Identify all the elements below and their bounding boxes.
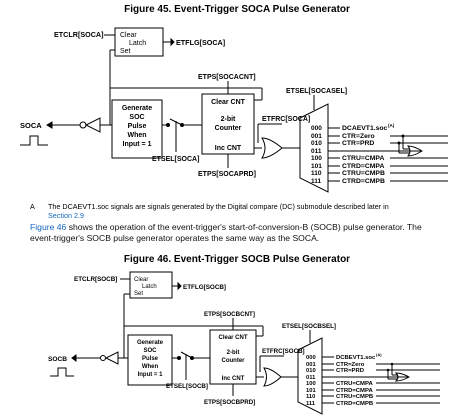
etps-prd-label-b: ETPS[SOCBPRD] bbox=[204, 399, 255, 406]
etflg-label-b: ETFLG[SOCB] bbox=[183, 284, 226, 291]
etps-prd-label: ETPS[SOCAPRD] bbox=[198, 171, 256, 178]
mux-in-ctru-cmpb: CTRU=CMPB bbox=[342, 170, 385, 177]
gen-line-3: Pulse bbox=[128, 123, 147, 130]
mux-sel-001-b: 001 bbox=[306, 362, 316, 368]
mux-sel-100-b: 100 bbox=[306, 381, 316, 387]
mux-in-ctrd-cmpb-b: CTRD=CMPB bbox=[336, 401, 373, 407]
etfrc-label-b: ETFRC[SOCB] bbox=[262, 348, 305, 355]
gen-line-4-b: When bbox=[142, 364, 159, 370]
mux-sel-111: 111 bbox=[311, 178, 322, 185]
mux-in-zero: CTR=Zero bbox=[342, 133, 375, 140]
figure-45-title: Figure 45. Event-Trigger SOCA Pulse Gene… bbox=[124, 4, 350, 15]
mux-sel-000-b: 000 bbox=[306, 355, 316, 361]
gen-line-5-b: Input = 1 bbox=[138, 372, 163, 378]
latch-clear-label: Clear bbox=[120, 32, 137, 39]
etsel-enable-label-b: ETSEL[SOCB] bbox=[166, 383, 208, 390]
counter-2bit-label-b: 2-bit bbox=[227, 350, 240, 356]
mux-sel-101: 101 bbox=[311, 163, 322, 170]
counter-2bit-label: 2-bit bbox=[221, 116, 236, 123]
mux-sel-011-b: 011 bbox=[306, 375, 316, 381]
counter-counter-label-b: Counter bbox=[222, 358, 246, 364]
soca-mux bbox=[299, 103, 329, 193]
mux-in-dc: DCAEVT1.soc bbox=[342, 125, 388, 132]
counter-inc-label: Inc CNT bbox=[215, 145, 242, 152]
latch-latch-label-b: Latch bbox=[142, 284, 157, 290]
mux-in-dc-note: (A) bbox=[388, 123, 395, 128]
mux-in-ctrd-cmpa-b: CTRD=CMPA bbox=[336, 388, 373, 394]
latch-set-label-b: Set bbox=[134, 291, 143, 297]
counter-counter-label: Counter bbox=[215, 125, 242, 132]
mux-sel-010-b: 010 bbox=[306, 368, 316, 374]
mux-in-ctru-cmpa: CTRU=CMPA bbox=[342, 155, 384, 162]
mux-in-dc-note-b: (A) bbox=[376, 352, 382, 357]
etps-cnt-label-b: ETPS[SOCBCNT] bbox=[204, 311, 255, 318]
mux-sel-010: 010 bbox=[311, 140, 322, 147]
pulse-waveform bbox=[20, 135, 48, 146]
gen-line-3-b: Pulse bbox=[142, 356, 159, 362]
mux-sel-000: 000 bbox=[311, 125, 322, 132]
etsel-socsel-label-b: ETSEL[SOCBSEL] bbox=[282, 323, 336, 330]
gen-line-5: Input = 1 bbox=[123, 141, 152, 148]
gen-line-1-b: Generate bbox=[137, 340, 164, 346]
counter-clear-label: Clear CNT bbox=[211, 99, 246, 106]
paragraph-text-1: shows the operation of the event-trigger… bbox=[66, 222, 422, 232]
mux-sel-011: 011 bbox=[311, 148, 322, 155]
pulse-waveform-b bbox=[50, 367, 74, 377]
mux-in-ctrd-cmpb: CTRD=CMPB bbox=[342, 178, 385, 185]
mux-sel-111-b: 111 bbox=[306, 401, 316, 407]
mux-in-zero-b: CTR=Zero bbox=[336, 362, 365, 368]
gen-line-4: When bbox=[127, 132, 146, 139]
generate-soc-block bbox=[111, 99, 163, 159]
socb-mux bbox=[297, 337, 323, 415]
mux-sel-101-b: 101 bbox=[306, 388, 316, 394]
figure-46-link[interactable]: Figure 46 bbox=[30, 222, 67, 232]
etclr-label-b: ETCLR[SOCB] bbox=[74, 276, 117, 283]
gen-line-1: Generate bbox=[122, 105, 152, 112]
or-gate bbox=[261, 137, 283, 159]
mux-sel-110-b: 110 bbox=[306, 394, 315, 400]
soca-output-label: SOCA bbox=[20, 121, 42, 130]
footnote-body: The DCAEVT1.soc signals are signals gene… bbox=[48, 202, 389, 211]
body-paragraph: Figure 46 shows the operation of the eve… bbox=[30, 222, 470, 244]
etclr-label: ETCLR[SOCA] bbox=[54, 30, 104, 39]
mux-in-dc-b: DCBEVT1.soc bbox=[336, 355, 376, 361]
etflg-label: ETFLG[SOCA] bbox=[176, 38, 225, 47]
counter-clear-label-b: Clear CNT bbox=[218, 335, 247, 341]
footnote-marker: A bbox=[30, 202, 35, 211]
generate-soc-block-b bbox=[127, 334, 173, 386]
counter-inc-label-b: Inc CNT bbox=[222, 376, 245, 382]
mux-sel-100: 100 bbox=[311, 155, 322, 162]
mux-in-ctru-cmpa-b: CTRU=CMPA bbox=[336, 381, 373, 387]
gen-line-2: SOC bbox=[129, 114, 144, 121]
socb-output-label: SOCB bbox=[48, 356, 67, 363]
buffer-triangle-b bbox=[104, 351, 119, 365]
footnote-section-link[interactable]: Section 2.9 bbox=[48, 211, 84, 220]
mux-sel-001: 001 bbox=[311, 133, 322, 140]
etsel-socsel-label: ETSEL[SOCASEL] bbox=[286, 88, 347, 95]
etps-cnt-label: ETPS[SOCACNT] bbox=[198, 74, 256, 81]
figure-46-title: Figure 46. Event-Trigger SOCB Pulse Gene… bbox=[123, 254, 351, 265]
mux-in-ctru-cmpb-b: CTRU=CMPB bbox=[336, 394, 373, 400]
mux-in-ctrd-cmpa: CTRD=CMPA bbox=[342, 163, 384, 170]
mux-in-prd-b: CTR=PRD bbox=[336, 368, 364, 374]
buffer-triangle bbox=[84, 117, 101, 133]
mux-in-prd: CTR=PRD bbox=[342, 140, 374, 147]
etsel-enable-label: ETSEL[SOCA] bbox=[152, 156, 199, 163]
or-gate-b bbox=[263, 367, 282, 387]
latch-latch-label: Latch bbox=[129, 40, 146, 47]
mux-sel-110: 110 bbox=[311, 170, 322, 177]
latch-block-b bbox=[129, 271, 173, 299]
etfrc-label: ETFRC[SOCA] bbox=[262, 116, 310, 123]
footnote-text: The DCAEVT1.soc signals are signals gene… bbox=[48, 202, 468, 220]
latch-clear-label-b: Clear bbox=[134, 277, 148, 283]
paragraph-text-2: event-trigger's SOCB pulse generator ope… bbox=[30, 233, 320, 243]
gen-line-2-b: SOC bbox=[143, 348, 157, 354]
latch-set-label: Set bbox=[120, 48, 131, 55]
